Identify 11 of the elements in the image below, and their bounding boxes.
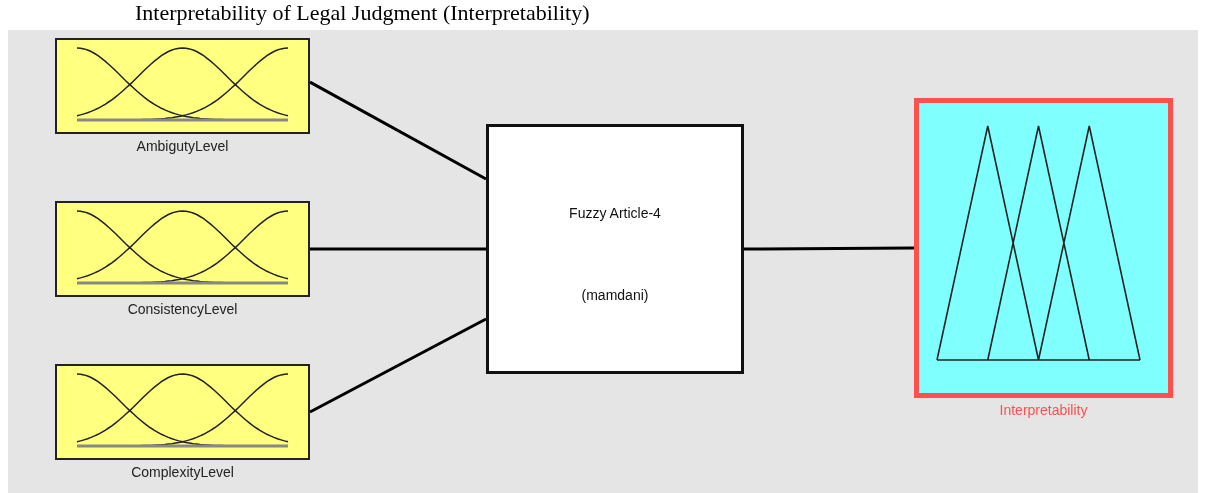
- diagram-title: Interpretability of Legal Judgment (Interpretability): [135, 0, 590, 26]
- variable-name: AmbigutyLevel: [135, 138, 230, 154]
- connector-line: [310, 247, 486, 251]
- system-name: Fuzzy Article-4: [568, 205, 662, 221]
- connector-line: [744, 246, 914, 251]
- variable-name: ComplexityLevel: [130, 464, 235, 480]
- connector-line: [309, 317, 487, 414]
- variable-name: ConsistencyLevel: [126, 301, 239, 317]
- variable-name: Interpretability: [998, 402, 1089, 418]
- connector-line: [309, 80, 487, 181]
- system-type: (mamdani): [580, 287, 650, 303]
